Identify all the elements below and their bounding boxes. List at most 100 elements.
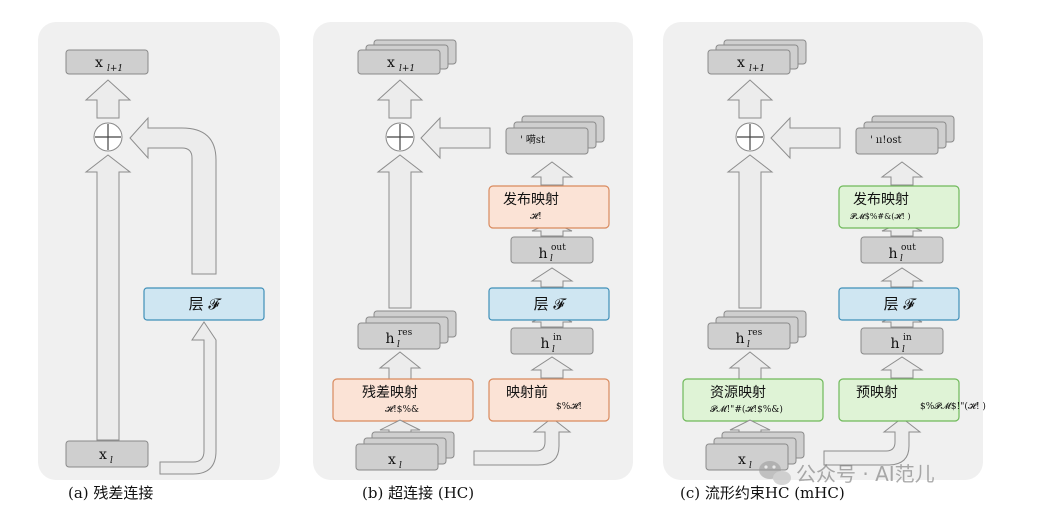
input-to-pre-arrow: [823, 417, 922, 466]
up-arrow-post: [880, 161, 924, 186]
add-operator-icon: [385, 122, 415, 152]
input-subscript: l: [749, 461, 752, 471]
layer-label: 层 𝓕: [884, 295, 918, 313]
panel-a-caption: (a) 残差连接: [68, 484, 153, 502]
up-arrow-output: [726, 79, 774, 119]
layer-label: 层 𝓕: [534, 295, 568, 313]
post-mapping-formula: 𝓟𝓜$%#&(𝓗! ): [850, 212, 910, 221]
panel-b: x l+1 h res l 残差映射 𝓗!$%&: [313, 22, 633, 502]
watermark: 公众号 · AI范儿: [759, 461, 935, 486]
post-output-stack: [505, 115, 605, 155]
h-res-stack: [357, 310, 457, 350]
input-box: [65, 440, 149, 468]
wechat-icon: [759, 461, 791, 485]
identity-arrow: [84, 154, 132, 441]
up-arrow-pre: [880, 356, 924, 379]
residual-arrow: [726, 154, 774, 309]
panel-b-caption: (b) 超连接 (HC): [362, 484, 474, 502]
h-res-stack: [707, 310, 807, 350]
h-in-box: [510, 327, 594, 355]
input-to-layer-arrow: [159, 321, 217, 475]
output-box: [65, 49, 149, 75]
h-out-label: h: [888, 246, 897, 262]
output-label: x: [737, 55, 745, 71]
layer-box: [838, 287, 960, 321]
post-output-stack: [855, 115, 955, 155]
pre-mapping-formula: $%𝓗!: [556, 402, 582, 412]
up-arrow-pre: [530, 356, 574, 379]
h-out-subscript: l: [900, 254, 903, 264]
post-output-label: ' ıı!ost: [870, 135, 902, 146]
h-in-box: [860, 327, 944, 355]
h-out-superscript: out: [901, 243, 916, 253]
panel-a: x l+1 x l 层 𝓕 (a) 残差连接: [38, 22, 280, 502]
h-out-superscript: out: [551, 243, 566, 253]
output-label: x: [95, 55, 103, 71]
post-mapping-title: 发布映射: [503, 192, 559, 208]
up-arrow-res: [378, 351, 422, 381]
h-out-box: [510, 236, 594, 264]
output-stack: [707, 39, 807, 75]
layer-to-add-arrow: [129, 116, 217, 275]
post-mapping-box: [838, 185, 960, 229]
panel-c: x l+1 h res l 资源映射 𝓟𝓜!"#(𝓗!$%&) x: [663, 22, 986, 502]
residual-arrow: [376, 154, 424, 309]
add-operator-icon: [735, 122, 765, 152]
h-res-label: h: [735, 331, 744, 347]
panel-c-caption: (c) 流形约束HC (mHC): [680, 484, 845, 502]
pre-mapping-box: [488, 378, 610, 422]
watermark-text: 公众号 · AI范儿: [796, 462, 935, 486]
add-operator-icon: [93, 122, 123, 152]
residual-mapping-title: 残差映射: [362, 385, 418, 401]
h-in-superscript: in: [553, 333, 562, 343]
input-subscript: l: [399, 461, 402, 471]
h-out-subscript: l: [550, 254, 553, 264]
residual-mapping-formula: 𝓟𝓜!"#(𝓗!$%&): [710, 404, 783, 415]
output-subscript: l+1: [749, 64, 765, 74]
layer-box: [143, 287, 265, 321]
pre-mapping-title: 预映射: [856, 385, 898, 401]
output-label: x: [387, 55, 395, 71]
post-to-add-arrow: [770, 116, 841, 160]
input-label: x: [738, 452, 746, 468]
input-label: x: [388, 452, 396, 468]
pre-mapping-formula: $%𝓟𝓜$!"(𝓗! ): [920, 401, 986, 412]
up-arrow-post: [530, 161, 574, 186]
input-to-pre-arrow: [473, 417, 572, 466]
h-out-label: h: [538, 246, 547, 262]
h-res-label: h: [385, 331, 394, 347]
input-subscript: l: [110, 456, 113, 466]
post-mapping-formula: 𝓗!: [530, 212, 542, 222]
layer-label: 层 𝓕: [189, 295, 223, 313]
h-res-subscript: l: [747, 340, 750, 350]
panel-a-background: [38, 22, 280, 480]
up-arrow-output: [376, 79, 424, 119]
h-res-superscript: res: [748, 328, 763, 338]
pre-mapping-title: 映射前: [506, 384, 548, 401]
h-in-superscript: in: [903, 333, 912, 343]
up-arrow-layer: [880, 267, 924, 288]
h-res-subscript: l: [397, 340, 400, 350]
residual-mapping-formula: 𝓗!$%&: [385, 405, 419, 415]
output-subscript: l+1: [107, 64, 123, 74]
h-in-subscript: l: [902, 345, 905, 355]
output-stack: [357, 39, 457, 75]
h-in-label: h: [890, 336, 899, 352]
post-to-add-arrow: [420, 116, 491, 160]
post-mapping-box: [488, 185, 610, 229]
h-in-label: h: [540, 336, 549, 352]
h-in-subscript: l: [552, 345, 555, 355]
layer-box: [488, 287, 610, 321]
up-arrow-output: [84, 79, 132, 119]
post-mapping-title: 发布映射: [853, 192, 909, 208]
up-arrow-res: [728, 351, 772, 381]
pre-mapping-box: [838, 378, 960, 422]
residual-mapping-title: 资源映射: [710, 385, 766, 401]
input-stack: [355, 431, 455, 471]
input-stack: [705, 431, 805, 471]
h-res-superscript: res: [398, 328, 413, 338]
up-arrow-layer: [530, 267, 574, 288]
post-output-label: ' 嗬st: [520, 134, 545, 146]
input-label: x: [99, 447, 107, 463]
